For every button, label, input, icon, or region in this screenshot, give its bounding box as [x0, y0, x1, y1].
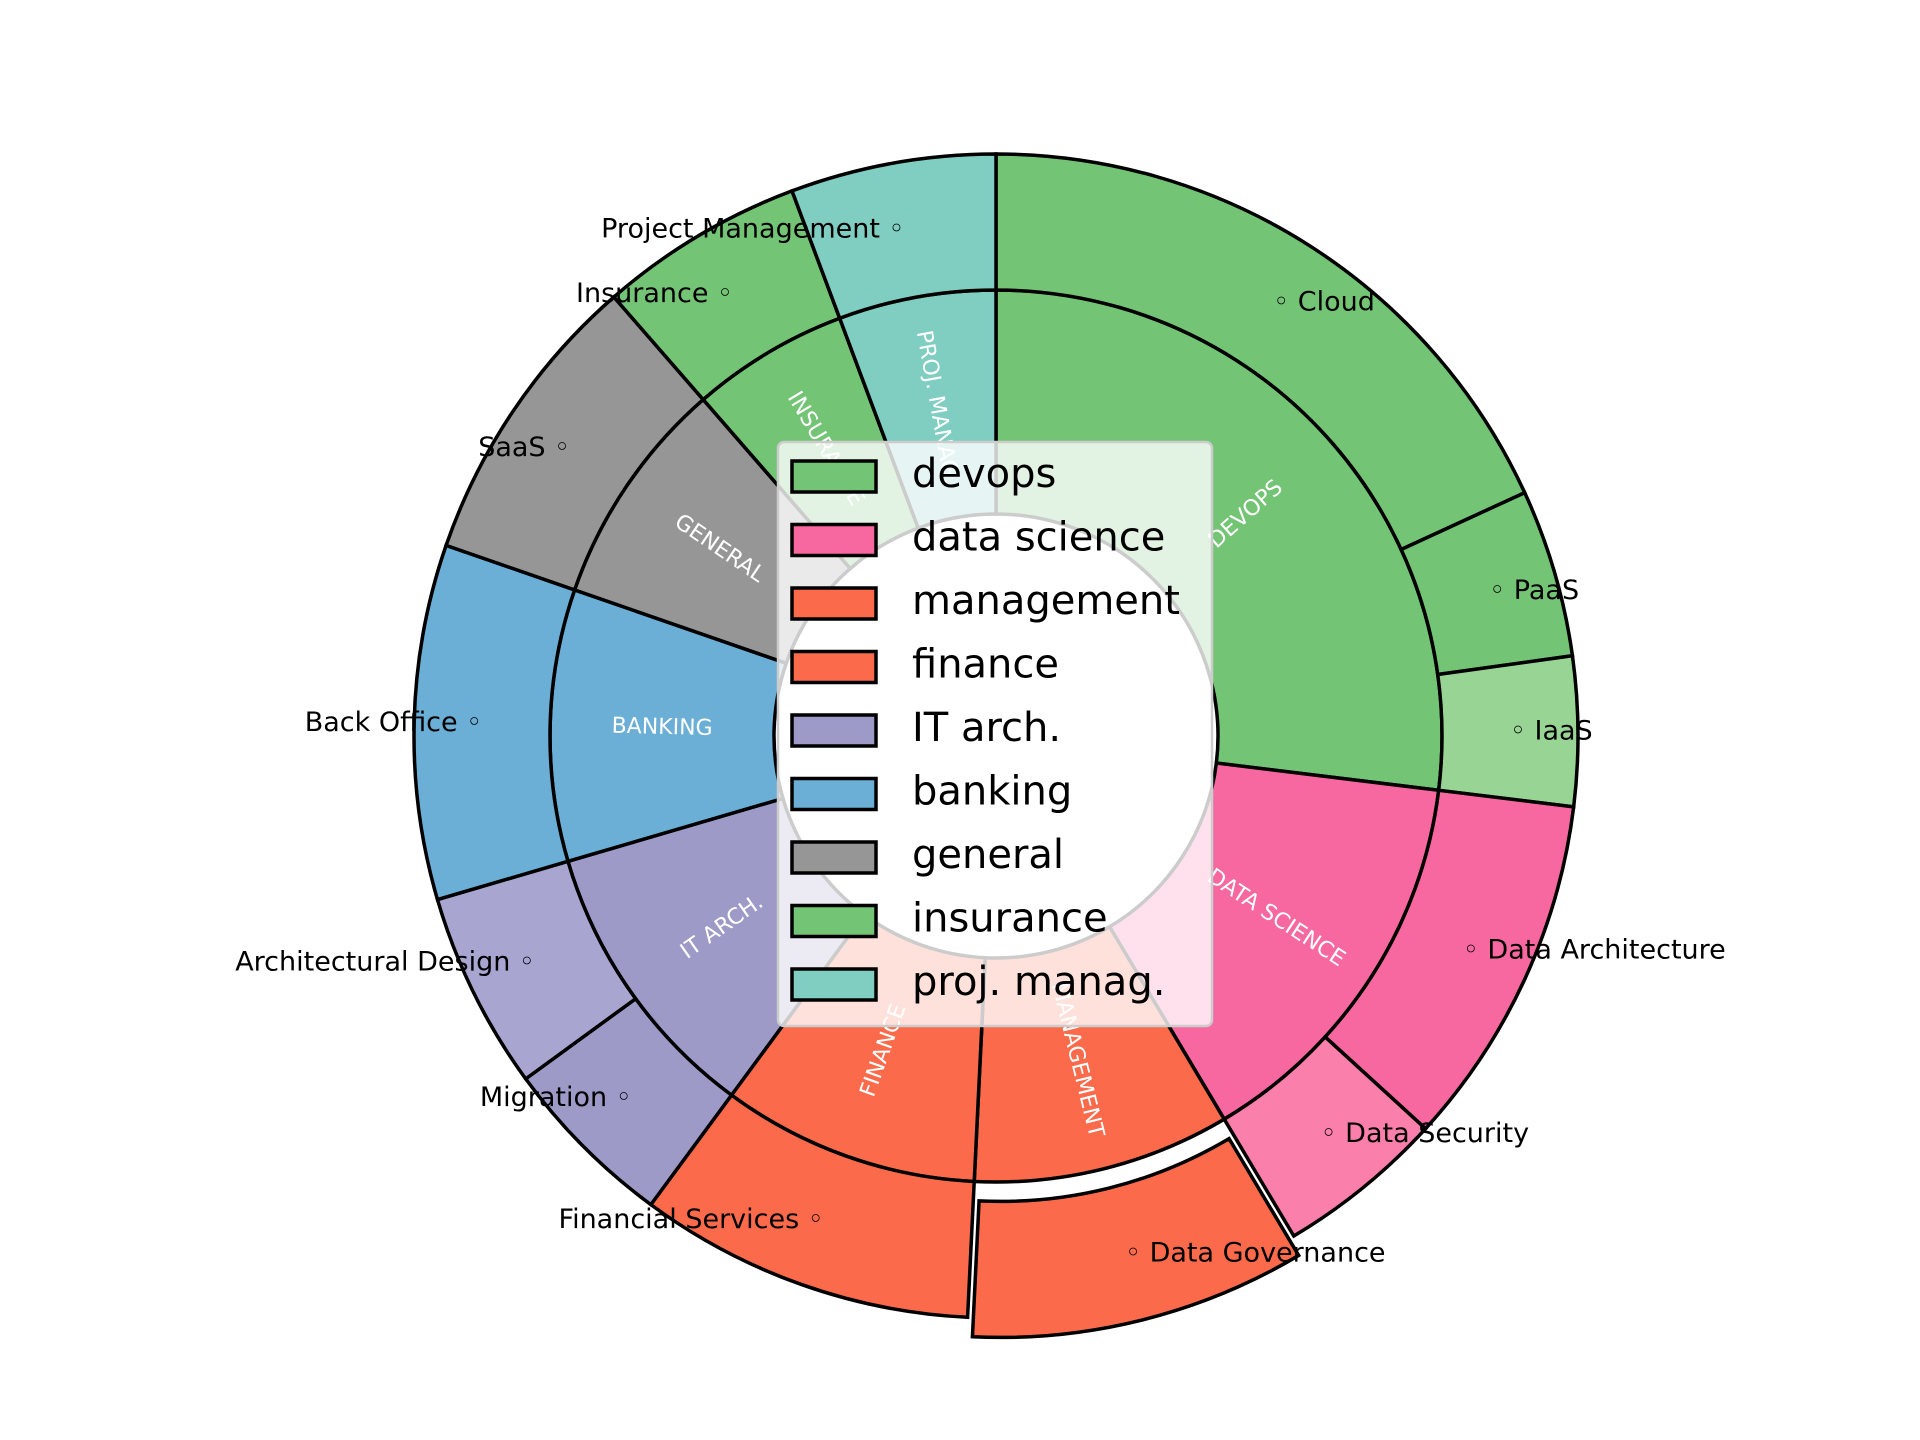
legend-swatch-management	[790, 586, 878, 621]
legend-swatch-general	[790, 840, 878, 875]
outer-label-insurance: Insurance ◦	[576, 278, 733, 309]
outer-ring-labels: ◦ Cloud ◦ PaaS ◦ IaaS ◦ Data Architecture ◦ …	[235, 214, 1726, 1269]
legend-swatch-finance	[790, 649, 878, 685]
outer-slice-project-management	[789, 152, 998, 321]
outer-label-financial-services: Financial Services ◦	[559, 1204, 824, 1235]
legend-label-insurance: insurance	[912, 896, 1108, 942]
outer-label-data-architecture: ◦ Data Architecture	[1463, 934, 1726, 965]
legend-label-it-arch: IT arch.	[912, 705, 1061, 751]
legend-swatch-it-arch	[790, 713, 878, 748]
legend-label-devops: devops	[912, 451, 1056, 497]
outer-ring	[412, 152, 1580, 1340]
legend-label-general: general	[912, 832, 1064, 878]
legend-label-proj-manag: proj. manag.	[912, 959, 1165, 1005]
legend: devops data science management finance IT ar…	[776, 440, 1214, 1028]
legend-swatch-data-science	[790, 522, 878, 558]
inner-ring	[548, 288, 1444, 1184]
legend-label-banking: banking	[912, 769, 1072, 815]
outer-label-data-security: ◦ Data Security	[1321, 1118, 1529, 1149]
legend-swatch-devops	[790, 459, 878, 494]
legend-swatch-insurance	[790, 903, 878, 939]
legend-frame	[776, 440, 1214, 1028]
legend-label-management: management	[912, 578, 1180, 624]
legend-swatch-banking	[790, 776, 878, 812]
outer-slice-data-security	[1221, 1034, 1429, 1239]
inner-label-banking: BANKING	[611, 714, 713, 741]
legend-swatch-proj-manag	[790, 967, 878, 1002]
legend-label-finance: finance	[912, 642, 1059, 688]
outer-slice-data-governance	[970, 1136, 1302, 1340]
outer-label-project-management: Project Management ◦	[601, 214, 904, 245]
outer-label-data-governance: ◦ Data Governance	[1125, 1238, 1385, 1269]
outer-label-saas: SaaS ◦	[478, 432, 570, 463]
outer-label-architectural-design: Architectural Design ◦	[235, 946, 535, 977]
outer-label-iaas: ◦ IaaS	[1510, 715, 1593, 746]
legend-label-data-science: data science	[912, 515, 1165, 561]
outer-label-back-office: Back Office ◦	[305, 707, 482, 738]
outer-label-migration: Migration ◦	[480, 1082, 632, 1113]
outer-label-cloud: ◦ Cloud	[1273, 287, 1375, 318]
outer-label-paas: ◦ PaaS	[1489, 575, 1579, 606]
